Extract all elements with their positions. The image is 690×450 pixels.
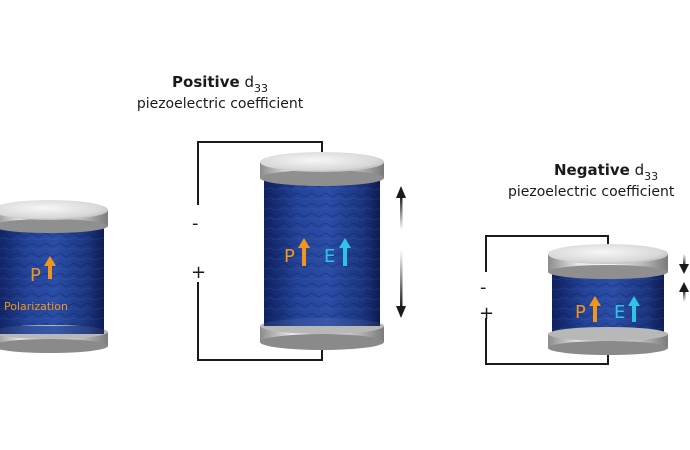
p-label-middle: P <box>284 246 295 267</box>
wire-middle-top <box>197 141 323 205</box>
p-label-left: P <box>30 265 41 286</box>
positive-title: Positive d33 piezoelectric coefficient <box>0 73 440 112</box>
e-label-middle: E <box>324 246 335 267</box>
negative-title: Negative d33 piezoelectric coefficient <box>508 161 675 200</box>
cylinder-middle <box>260 152 384 350</box>
negative-d-symbol: d <box>634 161 645 179</box>
negative-title-line2: piezoelectric coefficient <box>508 183 675 200</box>
positive-title-line2: piezoelectric coefficient <box>136 95 304 112</box>
p-arrow-left-icon <box>44 256 56 279</box>
negative-title-bold: Negative <box>554 161 630 179</box>
p-arrow-middle-icon <box>298 238 310 266</box>
p-label-right: P <box>575 302 586 323</box>
e-arrow-right-icon <box>628 296 640 322</box>
negative-d-subscript: 33 <box>644 170 659 183</box>
positive-d-symbol: d <box>244 73 254 91</box>
cylinder-left <box>0 200 108 353</box>
positive-title-bold: Positive <box>172 73 240 91</box>
cylinder-right <box>548 244 668 355</box>
polarization-label: Polarization <box>4 300 68 313</box>
plus-sign-right: + <box>479 303 494 324</box>
compress-down-arrow-icon <box>679 254 689 274</box>
positive-d-subscript: 33 <box>253 82 268 95</box>
wire-right-bottom <box>485 318 609 365</box>
minus-sign-middle: - <box>192 213 199 234</box>
expand-down-arrow-icon <box>396 250 406 318</box>
e-label-right: E <box>614 302 625 323</box>
plus-sign-middle: + <box>191 262 206 283</box>
compress-up-arrow-icon <box>679 282 689 302</box>
p-arrow-right-icon <box>589 296 601 322</box>
expand-up-arrow-icon <box>396 186 406 230</box>
wire-middle-bottom <box>197 282 323 361</box>
e-arrow-middle-icon <box>339 238 351 266</box>
minus-sign-right: - <box>480 277 487 298</box>
